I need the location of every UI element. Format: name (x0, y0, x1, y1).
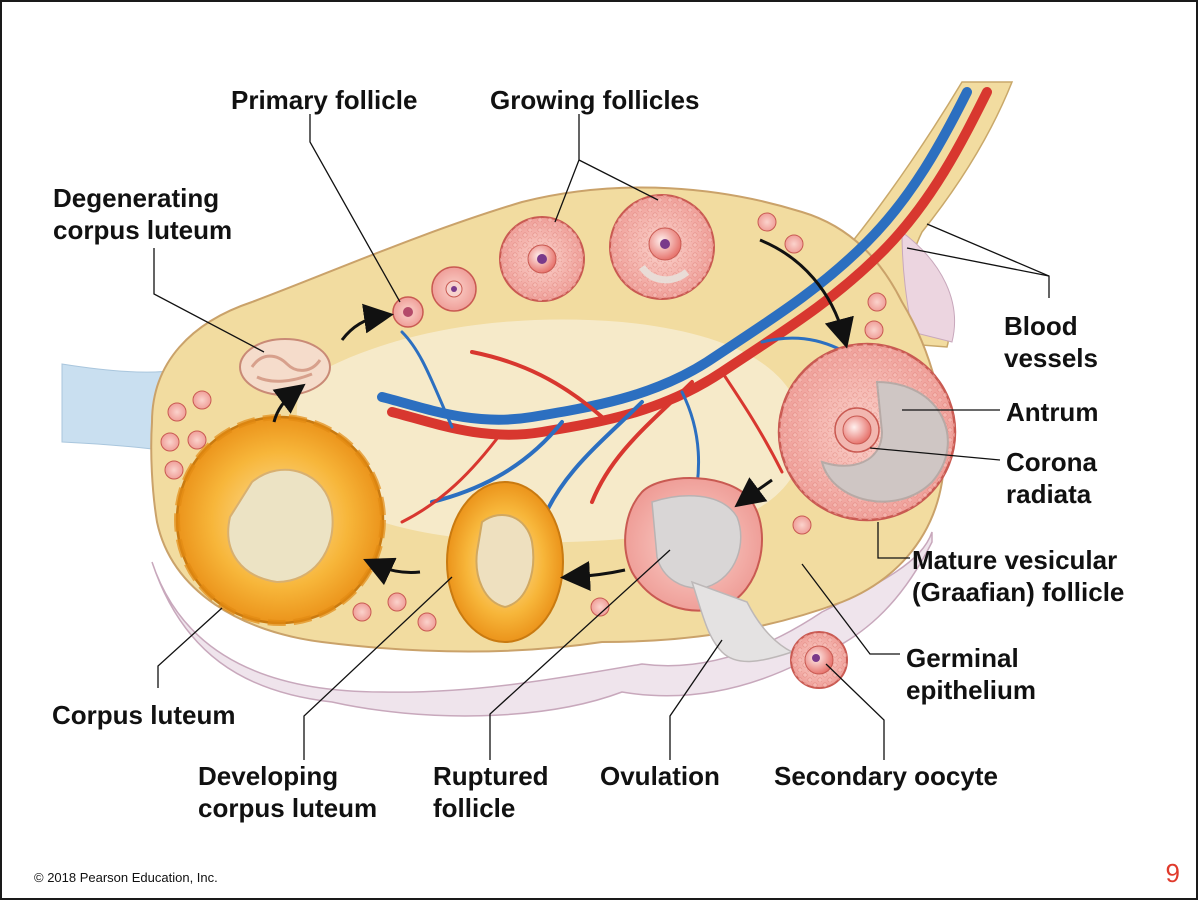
copyright-notice: © 2018 Pearson Education, Inc. (34, 870, 218, 885)
secondary-oocyte-shape (791, 632, 847, 688)
degenerating-corpus-luteum-shape (240, 339, 330, 395)
label-primary-follicle: Primary follicle (231, 84, 417, 116)
label-germinal-line2: epithelium (906, 674, 1036, 706)
label-ruptured-follicle: Ruptured follicle (433, 760, 549, 824)
corpus-luteum-shape (177, 417, 383, 623)
label-germinal-line1: Germinal (906, 642, 1036, 674)
label-ovulation: Ovulation (600, 760, 720, 792)
label-blood-line2: vessels (1004, 342, 1098, 374)
label-corona-line1: Corona (1006, 446, 1097, 478)
label-secondary-oocyte: Secondary oocyte (774, 760, 998, 792)
label-growing-follicles-text: Growing follicles (490, 84, 699, 116)
label-secondary-oocyte-text: Secondary oocyte (774, 760, 998, 792)
label-degenerating-line1: Degenerating (53, 182, 232, 214)
growing-follicle-2 (610, 195, 714, 299)
leader-ovulation (670, 640, 722, 760)
ruptured-follicle-shape (625, 478, 762, 611)
label-corpus-luteum: Corpus luteum (52, 699, 235, 731)
label-ovulation-text: Ovulation (600, 760, 720, 792)
label-primary-follicle-text: Primary follicle (231, 84, 417, 116)
label-antrum-text: Antrum (1006, 396, 1098, 428)
label-corona-radiata: Corona radiata (1006, 446, 1097, 510)
primary-follicle-shape (393, 297, 423, 327)
label-developing-line2: corpus luteum (198, 792, 377, 824)
label-blood-line1: Blood (1004, 310, 1098, 342)
label-developing-corpus-luteum: Developing corpus luteum (198, 760, 377, 824)
label-ruptured-line2: follicle (433, 792, 549, 824)
early-growing-follicle (432, 267, 476, 311)
growing-follicle-1 (500, 217, 584, 301)
developing-corpus-luteum-shape (447, 482, 563, 642)
label-developing-line1: Developing (198, 760, 377, 792)
label-blood-vessels: Blood vessels (1004, 310, 1098, 374)
label-corona-line2: radiata (1006, 478, 1097, 510)
label-germinal-epithelium: Germinal epithelium (906, 642, 1036, 706)
mature-follicle-shape (779, 344, 955, 520)
label-antrum: Antrum (1006, 396, 1098, 428)
label-degenerating-line2: corpus luteum (53, 214, 232, 246)
label-mature-line1: Mature vesicular (912, 544, 1124, 576)
label-mature-follicle: Mature vesicular (Graafian) follicle (912, 544, 1124, 608)
label-corpus-luteum-text: Corpus luteum (52, 699, 235, 731)
page-number: 9 (1166, 858, 1180, 889)
label-ruptured-line1: Ruptured (433, 760, 549, 792)
label-mature-line2: (Graafian) follicle (912, 576, 1124, 608)
label-growing-follicles: Growing follicles (490, 84, 699, 116)
label-degenerating-corpus-luteum: Degenerating corpus luteum (53, 182, 232, 246)
